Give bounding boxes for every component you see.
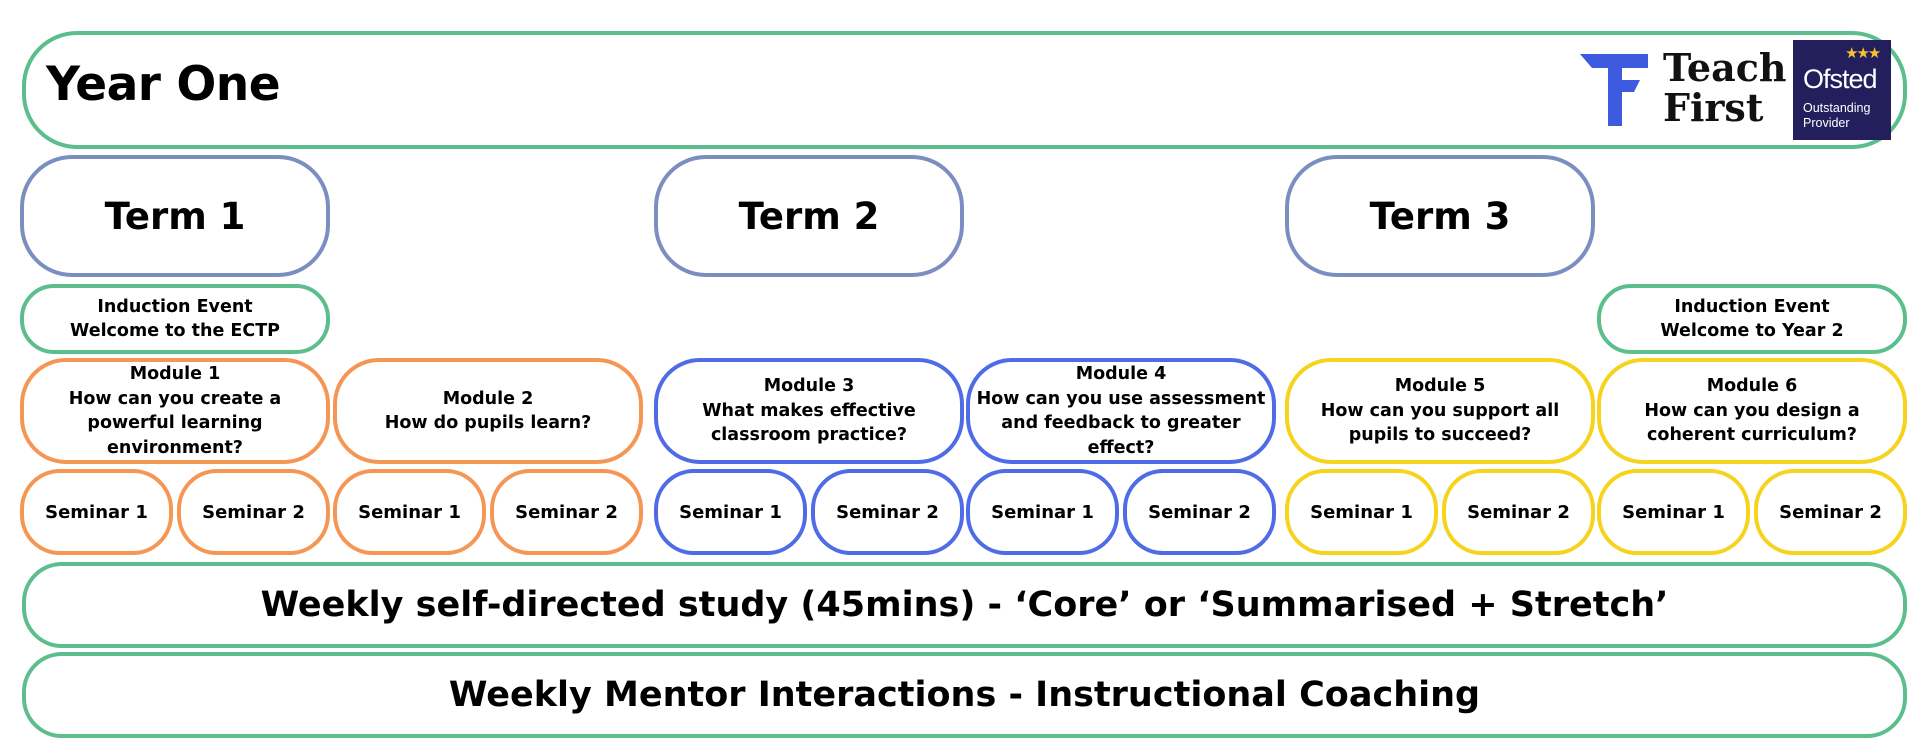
- module-question: How can you design a coherent curriculum…: [1644, 400, 1860, 446]
- module-5-seminar-2: Seminar 2: [1442, 469, 1595, 555]
- module-6-seminar-2: Seminar 2: [1754, 469, 1907, 555]
- module-2-seminar-2: Seminar 2: [490, 469, 643, 555]
- module-4-seminar-1: Seminar 1: [966, 469, 1119, 555]
- module-question: How can you use assessment and feedback …: [976, 388, 1266, 458]
- module-title: Module 6: [1706, 376, 1798, 397]
- module-1: Module 1 How can you create a powerful l…: [20, 358, 330, 464]
- induction-event-2: Induction Event Welcome to Year 2: [1597, 284, 1907, 354]
- module-question: How can you create a powerful learning e…: [68, 388, 282, 458]
- ofsted-rating-line2: Provider: [1803, 116, 1850, 130]
- module-title: Module 2: [442, 388, 534, 409]
- term-3: Term 3: [1285, 155, 1595, 277]
- teach-first-word-2: First: [1663, 85, 1764, 130]
- induction-event-1: Induction Event Welcome to the ECTP: [20, 284, 330, 354]
- module-2: Module 2 How do pupils learn?: [333, 358, 643, 464]
- weekly-mentor-bar: Weekly Mentor Interactions - Instruction…: [22, 652, 1907, 738]
- module-4: Module 4 How can you use assessment and …: [966, 358, 1276, 464]
- module-title: Module 5: [1394, 376, 1486, 397]
- module-3: Module 3 What makes effective classroom …: [654, 358, 964, 464]
- star-icon: ★★★: [1845, 44, 1881, 62]
- module-2-seminar-1: Seminar 1: [333, 469, 486, 555]
- module-question: How do pupils learn?: [384, 413, 592, 433]
- term-1: Term 1: [20, 155, 330, 277]
- module-5-seminar-1: Seminar 1: [1285, 469, 1438, 555]
- module-6: Module 6 How can you design a coherent c…: [1597, 358, 1907, 464]
- module-6-seminar-1: Seminar 1: [1597, 469, 1750, 555]
- year-header: Year One: [22, 31, 1907, 149]
- weekly-study-bar: Weekly self-directed study (45mins) - ‘C…: [22, 562, 1907, 648]
- induction-subtitle: Welcome to the ECTP: [70, 321, 280, 341]
- ofsted-rating: Outstanding Provider: [1803, 101, 1870, 131]
- ofsted-badge: ★★★ Ofsted Outstanding Provider: [1793, 40, 1891, 140]
- module-3-seminar-1: Seminar 1: [654, 469, 807, 555]
- ofsted-name: Ofsted: [1803, 64, 1878, 94]
- page-title: Year One: [46, 57, 281, 112]
- module-title: Module 3: [763, 376, 855, 397]
- module-4-seminar-2: Seminar 2: [1123, 469, 1276, 555]
- module-1-seminar-1: Seminar 1: [20, 469, 173, 555]
- module-3-seminar-2: Seminar 2: [811, 469, 964, 555]
- module-title: Module 1: [129, 364, 221, 384]
- teach-first-wordmark: Teach First: [1663, 48, 1786, 128]
- induction-subtitle: Welcome to Year 2: [1660, 321, 1844, 341]
- induction-title: Induction Event: [97, 297, 253, 317]
- teach-first-logo-icon: [1580, 54, 1648, 126]
- module-5: Module 5 How can you support all pupils …: [1285, 358, 1595, 464]
- module-1-seminar-2: Seminar 2: [177, 469, 330, 555]
- ofsted-rating-line1: Outstanding: [1803, 101, 1871, 115]
- induction-title: Induction Event: [1674, 297, 1830, 317]
- teach-first-word-1: Teach: [1663, 45, 1787, 90]
- module-question: What makes effective classroom practice?: [702, 400, 916, 446]
- module-title: Module 4: [1075, 364, 1167, 384]
- module-question: How can you support all pupils to succee…: [1320, 400, 1560, 446]
- term-2: Term 2: [654, 155, 964, 277]
